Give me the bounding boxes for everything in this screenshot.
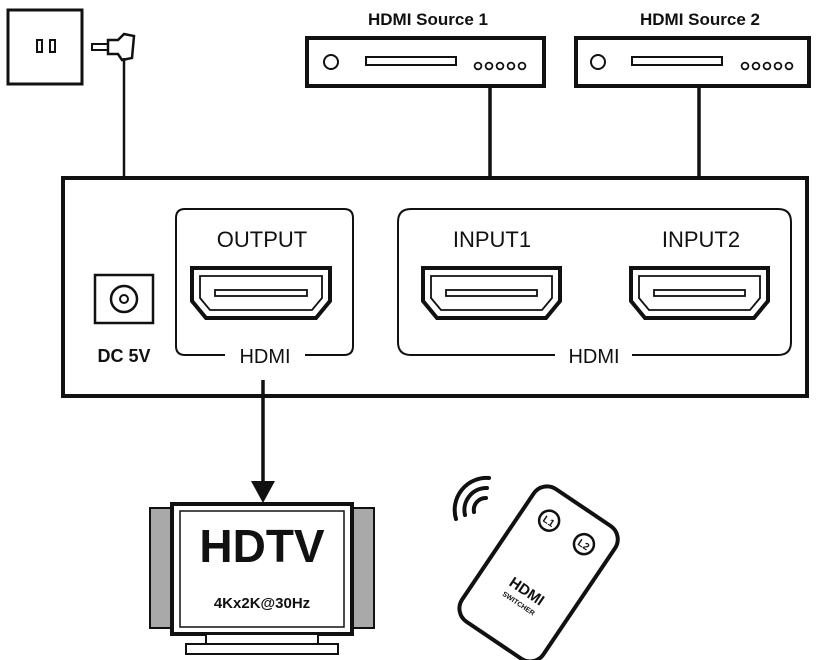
input-panel: INPUT1 INPUT2 HDMI [397, 208, 792, 368]
output-hdmi-label: HDMI [239, 346, 290, 368]
hdmi-port-input1-icon [421, 266, 562, 320]
hdmi-source-1: HDMI Source 1 [305, 10, 546, 88]
hdmi-port-input2-icon [629, 266, 770, 320]
arrowhead-tv [251, 481, 275, 503]
source-1-title: HDMI Source 1 [368, 10, 488, 29]
wall-outlet-icon [6, 8, 84, 86]
hdmi-source-2: HDMI Source 2 [574, 10, 811, 88]
input2-label: INPUT2 [662, 227, 740, 252]
input-hdmi-label: HDMI [568, 346, 619, 368]
dc-power-jack-icon [93, 273, 155, 325]
hdmi-port-output-icon [190, 266, 332, 320]
wireless-signal-icon [452, 475, 491, 521]
remote-control-icon: L1 L2 HDMI SWITCHER [452, 475, 620, 660]
remote-button-l1: L1 [537, 509, 561, 532]
tv-title: HDTV [199, 520, 325, 572]
tv-resolution: 4Kx2K@30Hz [214, 595, 310, 612]
hdtv-display: HDTV 4Kx2K@30Hz [149, 502, 375, 655]
remote-button-l2: L2 [572, 532, 596, 556]
dc-power-label: DC 5V [97, 346, 150, 366]
output-panel: OUTPUT HDMI [175, 208, 354, 368]
source-2-title: HDMI Source 2 [640, 10, 760, 29]
output-label: OUTPUT [217, 227, 307, 252]
input1-label: INPUT1 [453, 227, 531, 252]
hdmi-switcher: DC 5V OUTPUT HDMI INPUT1 INPUT2 HDMI [61, 176, 809, 398]
